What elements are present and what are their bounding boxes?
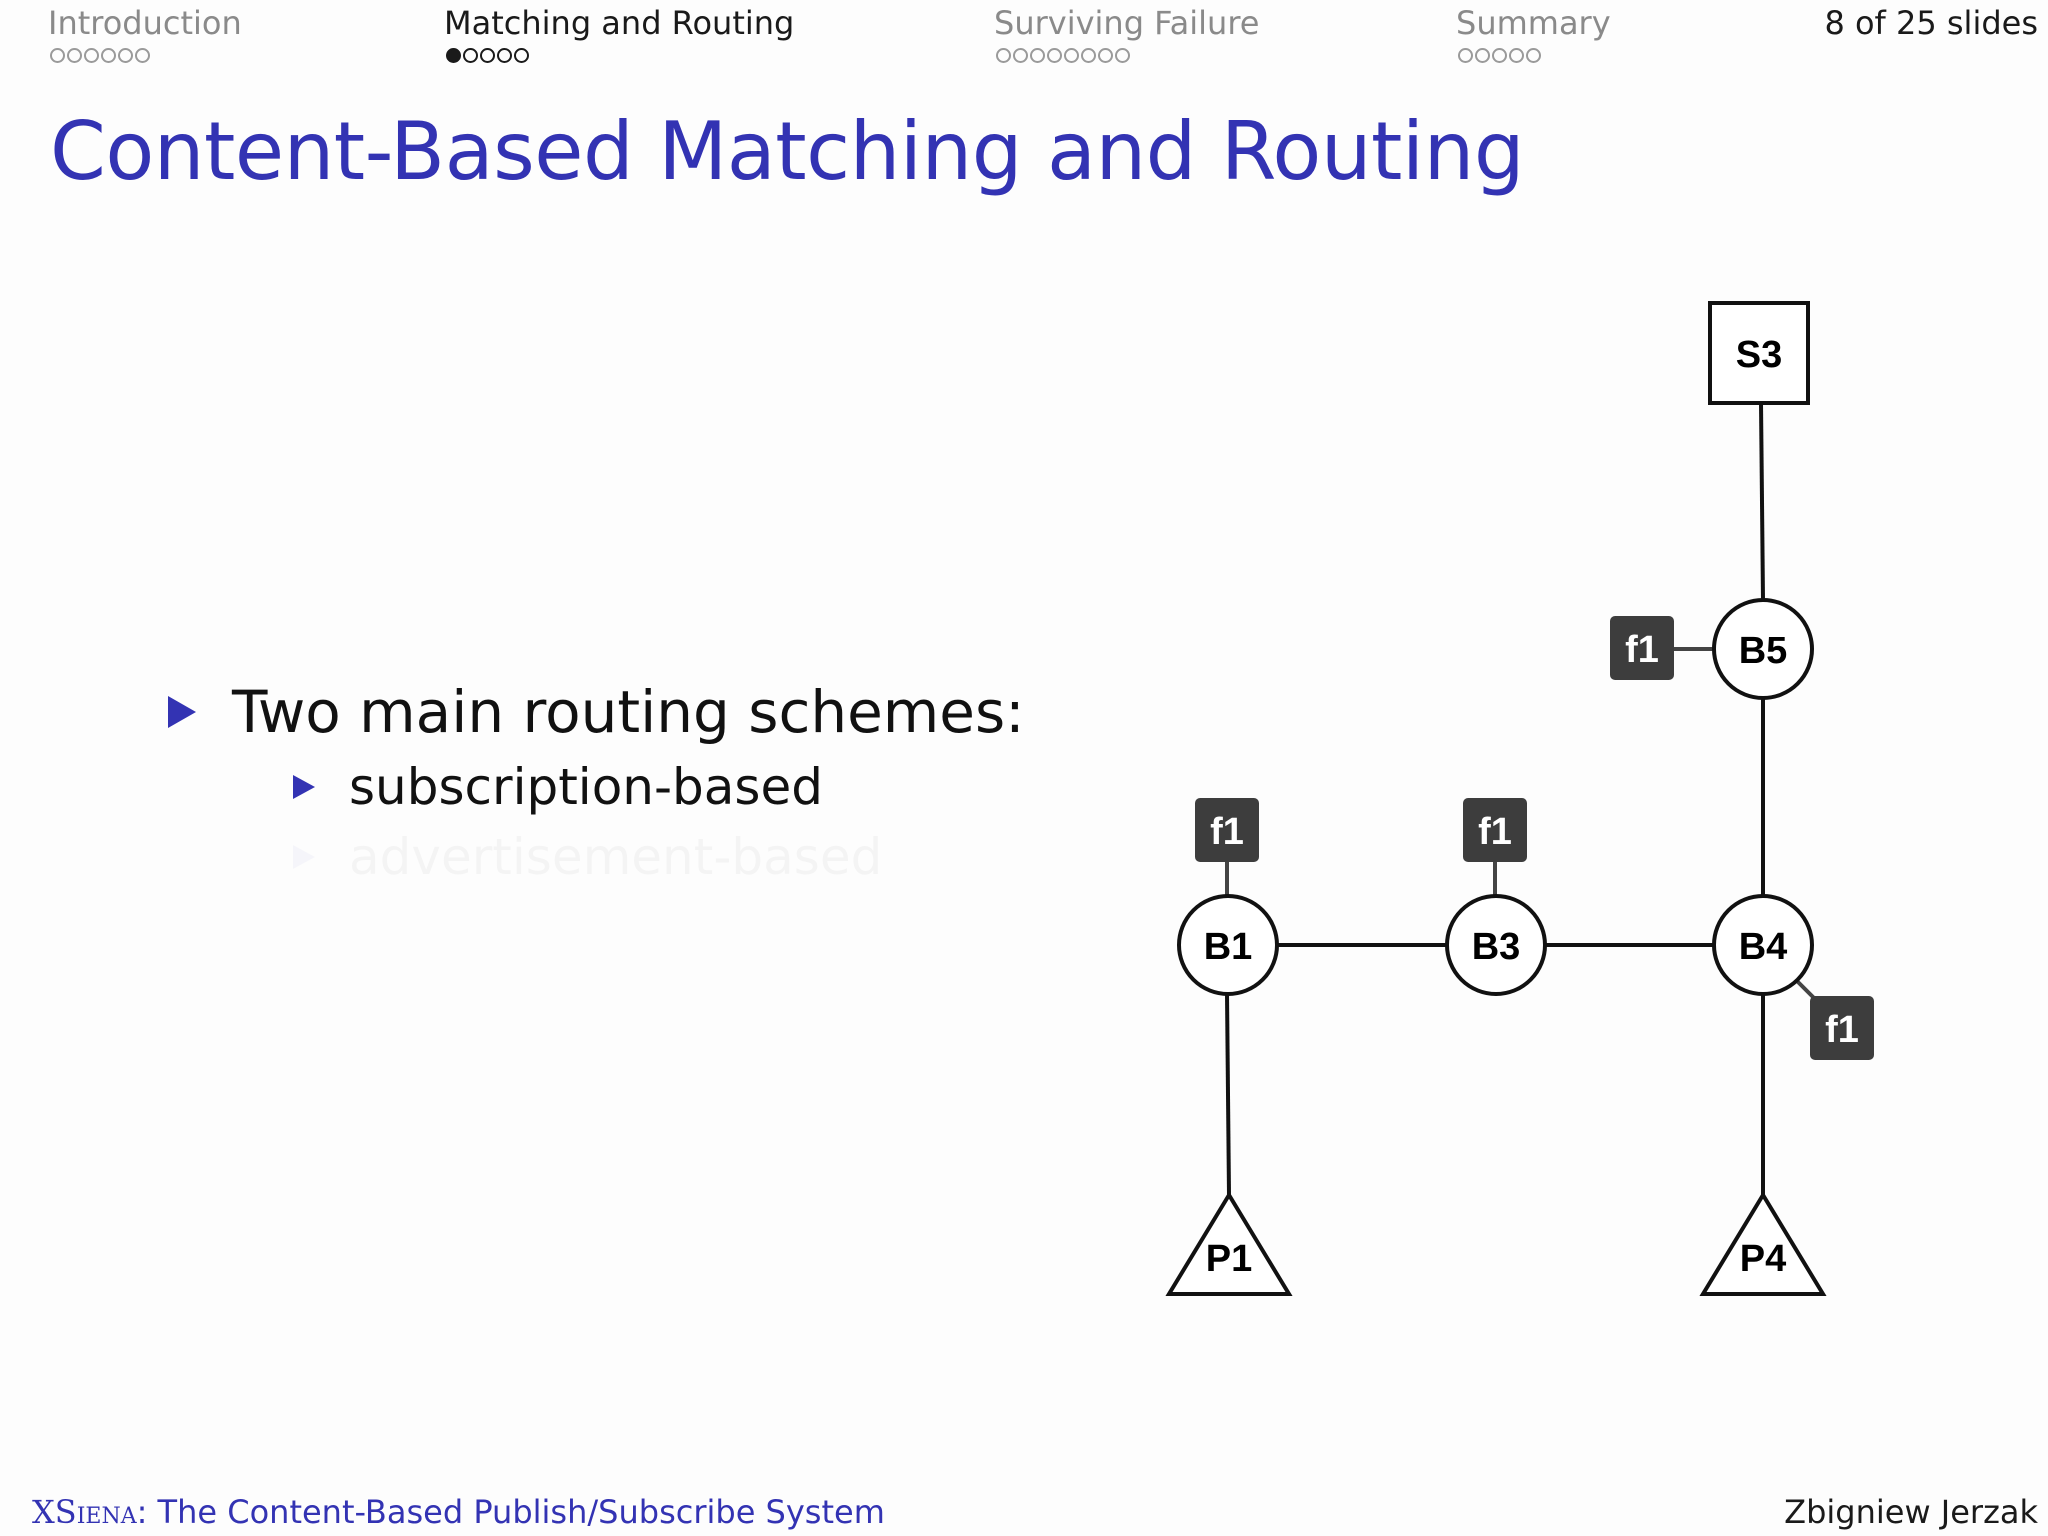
slide-counter: 8 of 25 slides — [1824, 4, 2038, 42]
nav-slide-dot[interactable] — [1492, 48, 1507, 63]
nav-slide-dot[interactable] — [118, 48, 133, 63]
broker-label: B4 — [1739, 926, 1788, 968]
filter-label: f1 — [1625, 629, 1659, 671]
nav-slide-dot[interactable] — [50, 48, 65, 63]
subscriber-label: S3 — [1736, 334, 1782, 376]
publisher-label: P1 — [1206, 1238, 1252, 1280]
broker-label: B1 — [1204, 926, 1253, 968]
nav-slide-dot[interactable] — [1509, 48, 1524, 63]
nav-slide-dot[interactable] — [1064, 48, 1079, 63]
publisher-triangle-icon — [1165, 1191, 1293, 1296]
publisher-label: P4 — [1740, 1238, 1786, 1280]
nav-slide-dot[interactable] — [1081, 48, 1096, 63]
nav-section-title: Summary — [1456, 4, 1611, 42]
nav-section-surviving-failure[interactable]: Surviving Failure — [994, 4, 1259, 63]
bullet-list: Two main routing schemes: subscription-b… — [168, 672, 1025, 892]
footer-subtitle: : The Content-Based Publish/Subscribe Sy… — [136, 1493, 885, 1531]
filter-b1: f1 — [1195, 798, 1259, 862]
nav-progress-dots — [446, 48, 794, 63]
nav-slide-dot[interactable] — [1030, 48, 1045, 63]
nav-progress-dots — [1458, 48, 1611, 63]
nav-slide-dot[interactable] — [480, 48, 495, 63]
broker-b5: B5 — [1712, 598, 1814, 700]
publisher-triangle-icon — [1699, 1191, 1827, 1296]
nav-slide-dot[interactable] — [101, 48, 116, 63]
nav-slide-dot[interactable] — [463, 48, 478, 63]
filter-b5: f1 — [1610, 616, 1674, 680]
nav-slide-dot[interactable] — [996, 48, 1011, 63]
bullet-text: Two main routing schemes: — [232, 678, 1025, 746]
nav-section-title: Matching and Routing — [444, 4, 795, 42]
link-b1-p1 — [1225, 993, 1231, 1196]
slide-title: Content-Based Matching and Routing — [50, 105, 1525, 198]
filter-label: f1 — [1210, 811, 1244, 853]
nav-slide-dot[interactable] — [1115, 48, 1130, 63]
sub-bullet-triangle-icon — [293, 775, 315, 799]
nav-slide-dot[interactable] — [135, 48, 150, 63]
filter-label: f1 — [1825, 1009, 1859, 1051]
filter-label: f1 — [1478, 811, 1512, 853]
nav-section-title: Surviving Failure — [994, 4, 1260, 42]
nav-slide-dot[interactable] — [1458, 48, 1473, 63]
bullet-item: Two main routing schemes: — [168, 672, 1025, 752]
broker-circle-icon — [1712, 598, 1814, 700]
nav-section-matching-and-routing[interactable]: Matching and Routing — [444, 4, 794, 63]
nav-slide-dot[interactable] — [84, 48, 99, 63]
filter-b4: f1 — [1810, 996, 1874, 1060]
broker-b4: B4 — [1712, 894, 1814, 996]
subscriber-square-icon — [1708, 301, 1810, 405]
broker-circle-icon — [1177, 894, 1279, 996]
sub-bullet-item: subscription-based — [293, 752, 1025, 822]
broker-b1: B1 — [1177, 894, 1279, 996]
nav-progress-dots — [996, 48, 1259, 63]
nav-slide-dot[interactable] — [67, 48, 82, 63]
filter-box-icon — [1810, 996, 1874, 1060]
sub-bullet-text: subscription-based — [349, 758, 823, 816]
nav-slide-dot[interactable] — [1475, 48, 1490, 63]
footer-author: Zbigniew Jerzak — [1784, 1493, 2038, 1531]
nav-section-title: Introduction — [48, 4, 242, 42]
nav-section-introduction[interactable]: Introduction — [48, 4, 242, 63]
link-s3-b5 — [1759, 402, 1765, 601]
broker-circle-icon — [1445, 894, 1547, 996]
footer-system-name: XSiena — [32, 1493, 137, 1531]
diagram-links — [1225, 402, 1765, 1196]
bullet-triangle-icon — [168, 696, 196, 728]
nav-slide-dot[interactable] — [1047, 48, 1062, 63]
filter-box-icon — [1610, 616, 1674, 680]
nav-slide-dot[interactable] — [497, 48, 512, 63]
nav-progress-dots — [50, 48, 242, 63]
publisher-p1: P1 — [1165, 1191, 1293, 1296]
footer-presentation-title: XSiena: The Content-Based Publish/Subscr… — [32, 1492, 885, 1532]
nav-section-summary[interactable]: Summary — [1456, 4, 1611, 63]
filter-box-icon — [1195, 798, 1259, 862]
filter-box-icon — [1463, 798, 1527, 862]
nav-slide-dot[interactable] — [1013, 48, 1028, 63]
broker-label: B3 — [1472, 926, 1521, 968]
broker-b3: B3 — [1445, 894, 1547, 996]
broker-label: B5 — [1739, 630, 1788, 672]
publisher-p4: P4 — [1699, 1191, 1827, 1296]
subscriber-s3: S3 — [1708, 301, 1810, 405]
nav-slide-dot[interactable] — [446, 48, 461, 63]
nav-slide-dot[interactable] — [514, 48, 529, 63]
broker-circle-icon — [1712, 894, 1814, 996]
nav-slide-dot[interactable] — [1098, 48, 1113, 63]
nav-slide-dot[interactable] — [1526, 48, 1541, 63]
filter-b3: f1 — [1463, 798, 1527, 862]
